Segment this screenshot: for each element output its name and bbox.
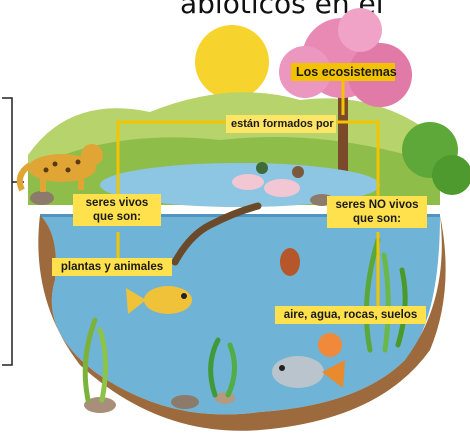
living-items-label: plantas y animales: [52, 258, 172, 276]
sun-icon: [195, 25, 269, 99]
connector-label: están formados por: [226, 115, 336, 133]
nonliving-beings-label: seres NO vivos que son:: [327, 196, 427, 228]
coral-icon: [318, 333, 342, 357]
diagram-title-label: Los ecosistemas: [291, 63, 395, 81]
living-beings-label: seres vivos que son:: [73, 194, 161, 226]
crab-icon: [280, 248, 300, 276]
nonliving-items-label: aire, agua, rocas, suelos: [275, 306, 426, 324]
side-bracket: [2, 98, 12, 365]
